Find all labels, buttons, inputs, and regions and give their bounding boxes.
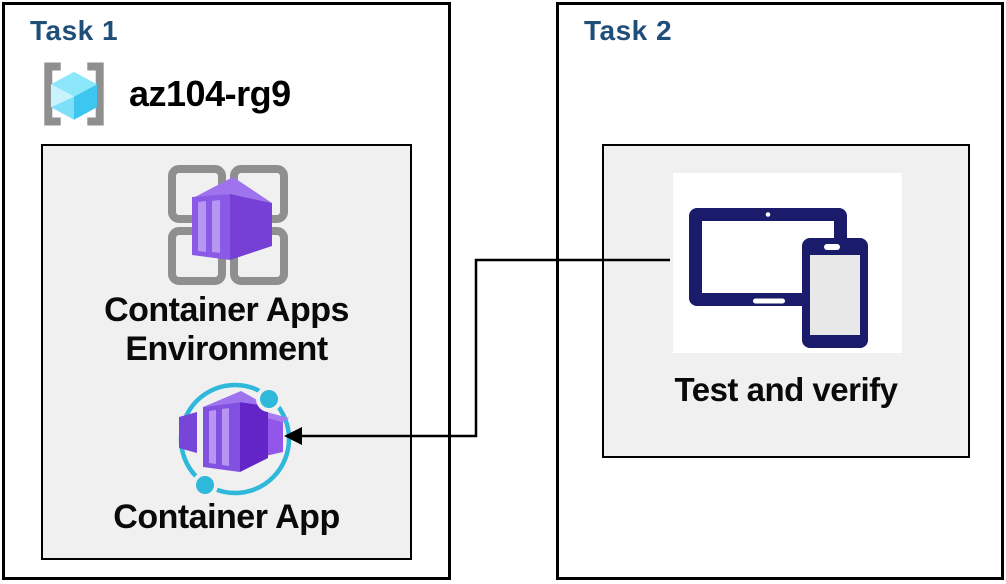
test-and-verify-panel: Test and verify	[602, 144, 970, 458]
task1-title: Task 1	[30, 15, 119, 46]
task1-box: Task 1 az104-rg9	[2, 2, 451, 580]
test-and-verify-label: Test and verify	[674, 371, 898, 408]
environment-label-line2: Environment	[125, 330, 328, 368]
task2-box: Task 2 Test and verify	[556, 2, 1004, 580]
devices-card	[673, 173, 902, 353]
environment-label-line1: Container Apps	[104, 291, 349, 329]
container-apps-environment-icon	[168, 165, 288, 285]
tablet-and-phone-icon	[689, 208, 868, 348]
container-apps-environment-label: Container Apps Environment	[43, 291, 410, 369]
environment-panel: Container Apps Environment Container App	[41, 144, 412, 560]
resource-group-icon	[44, 62, 104, 126]
container-app-label: Container App	[113, 498, 340, 536]
container-app-icon	[178, 382, 292, 498]
resource-group-name: az104-rg9	[129, 73, 291, 114]
task2-title: Task 2	[584, 15, 673, 46]
resource-group-row: az104-rg9	[35, 57, 291, 131]
